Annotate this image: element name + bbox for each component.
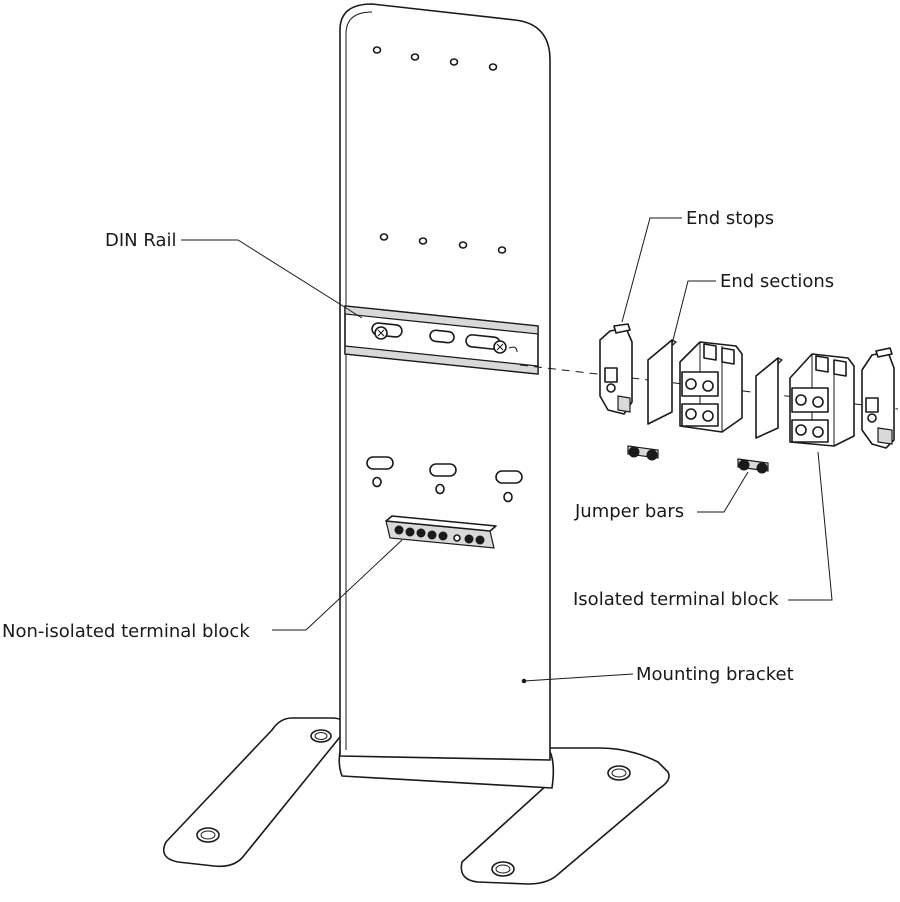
isolated-terminal-block-right xyxy=(789,353,855,447)
jumper-bar-right xyxy=(737,458,769,474)
label-mounting-bracket: Mounting bracket xyxy=(636,664,794,685)
isolated-terminal-block-left xyxy=(679,341,743,433)
end-stop-left xyxy=(599,323,633,415)
non-isolated-terminal-block-part xyxy=(385,515,497,549)
label-end-sections: End sections xyxy=(720,271,834,292)
din-rail xyxy=(344,305,539,375)
end-sections-leader xyxy=(671,280,716,345)
end-section-right xyxy=(755,357,784,439)
end-stop-right xyxy=(861,347,895,449)
leader-lines xyxy=(181,217,833,682)
alignment-dashed-line xyxy=(519,364,899,410)
label-non-isolated-terminal-block: Non-isolated terminal block xyxy=(2,621,250,642)
label-isolated-terminal-block: Isolated terminal block xyxy=(573,589,779,610)
bracket-upright xyxy=(339,3,551,761)
isolated-terminal-block-leader xyxy=(788,451,833,601)
non-isolated-terminal-block-leader xyxy=(272,539,403,631)
end-stops-leader xyxy=(621,217,682,323)
label-din-rail: DIN Rail xyxy=(105,230,177,251)
label-end-stops: End stops xyxy=(686,208,774,229)
jumper-bar-left xyxy=(627,445,659,461)
mounting-bracket-leader xyxy=(523,673,634,682)
din-rail-leader xyxy=(181,239,363,319)
end-section-left xyxy=(647,339,678,425)
label-jumper-bars: Jumper bars xyxy=(574,501,684,522)
jumper-bars-leader xyxy=(697,471,749,513)
